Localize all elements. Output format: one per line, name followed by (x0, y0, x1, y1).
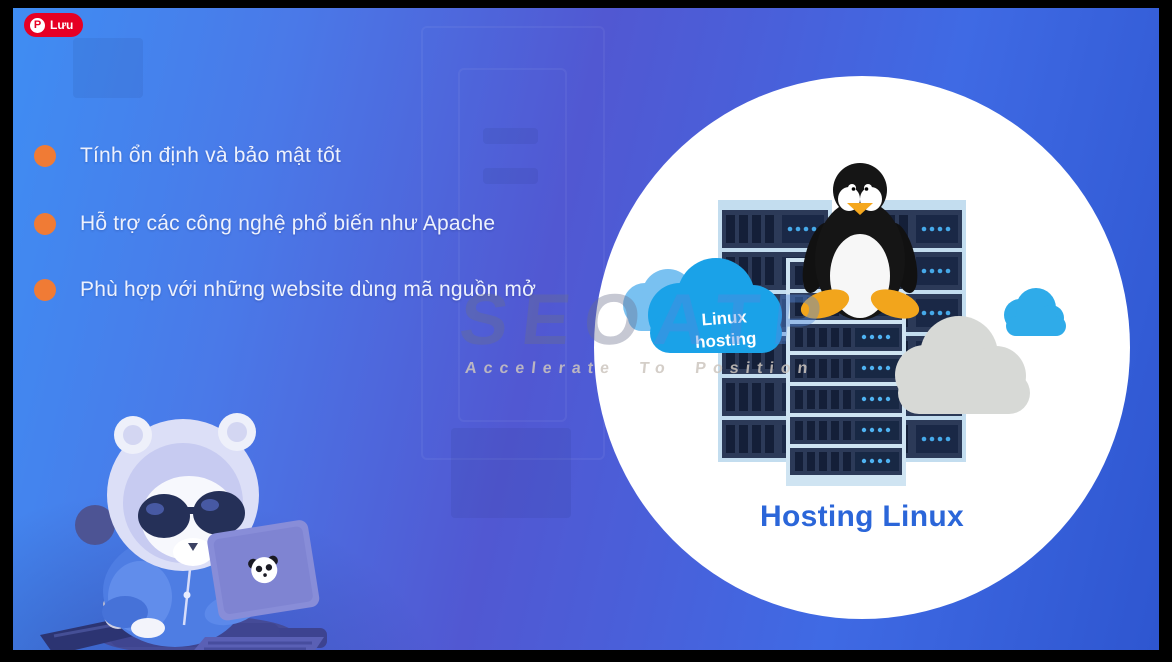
laptop-base (194, 637, 324, 650)
hero-circle (594, 76, 1130, 619)
pinterest-icon: P (30, 17, 45, 33)
keyboard-icon (40, 617, 138, 650)
bullet-item-1: Tính ổn định và bảo mật tốt (34, 144, 341, 168)
laptop-icon (207, 520, 320, 621)
pinterest-save-label: Lưu (50, 18, 74, 32)
bullet-text-2: Hỗ trợ các công nghệ phổ biến như Apache (80, 212, 496, 235)
bear-mascot (40, 413, 327, 650)
slide-background: P Lưu Tính ổn định và bảo mật tốt Hỗ trợ… (13, 8, 1159, 650)
ear-muff-icon (75, 505, 115, 545)
toy-mouse-icon (103, 599, 133, 629)
bullet-text-3: Phù hợp với những website dùng mã nguồn … (80, 278, 537, 301)
bullet-dot-icon (34, 145, 56, 167)
sunglasses-icon (138, 491, 245, 538)
panda-sticker-icon (248, 555, 278, 584)
bullet-text-1: Tính ổn định và bảo mật tốt (80, 144, 342, 167)
bullet-dot-icon (34, 213, 56, 235)
bullet-item-3: Phù hợp với những website dùng mã nguồn … (34, 278, 536, 302)
page-title: Hosting Linux (760, 500, 964, 533)
bullet-item-2: Hỗ trợ các công nghệ phổ biến như Apache (34, 212, 495, 236)
pinterest-save-button[interactable]: P Lưu (24, 13, 84, 37)
bullet-dot-icon (34, 279, 56, 301)
